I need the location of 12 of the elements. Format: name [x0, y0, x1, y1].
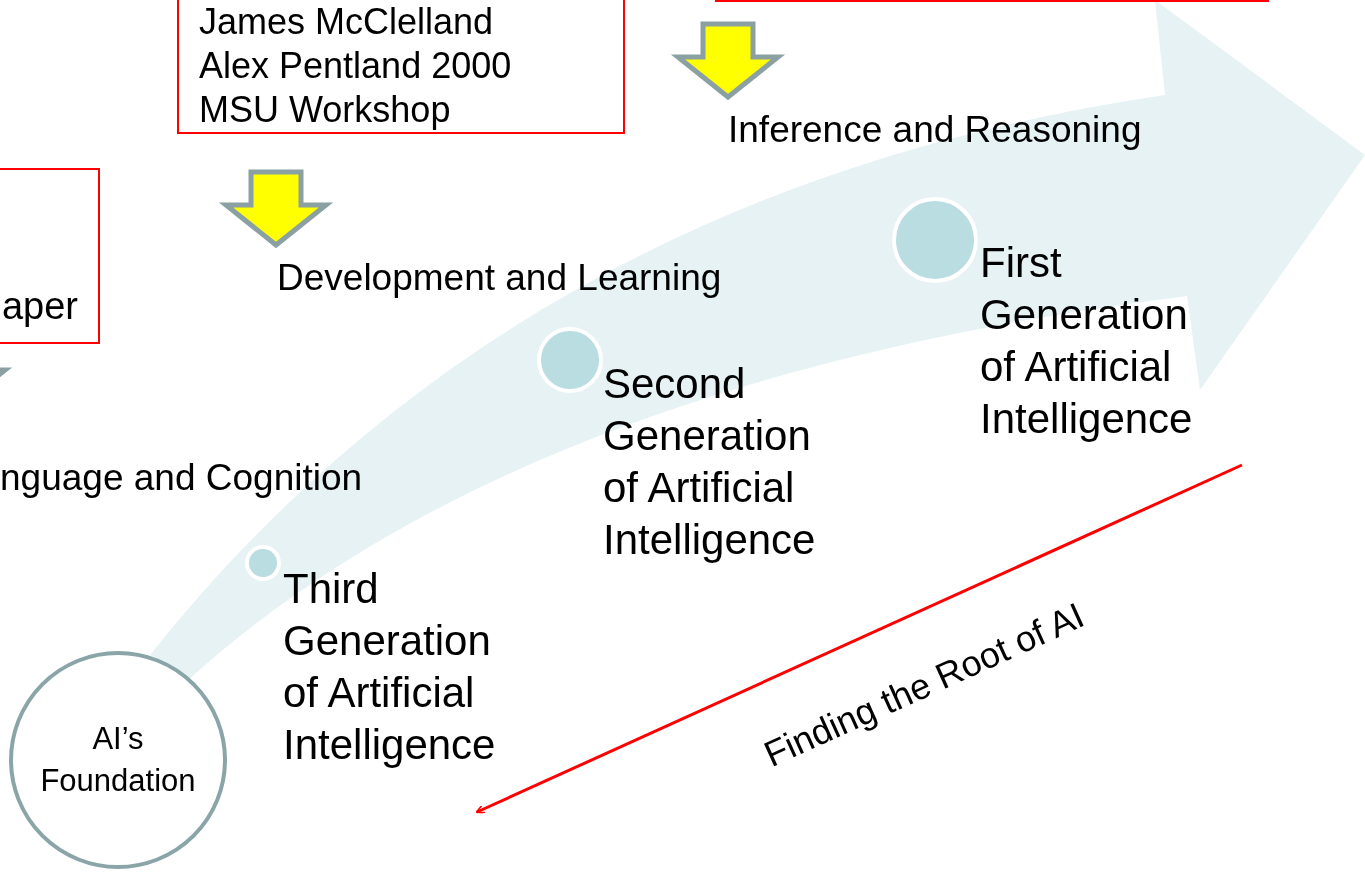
stage-label: Development and Learning: [277, 256, 722, 300]
circle-label: AI’s Foundation: [39, 720, 197, 800]
block-arrow: [218, 169, 334, 249]
text-box: [177, 0, 625, 134]
box-text: James McClelland Alex Pentland 2000 MSU Workshop: [199, 0, 513, 132]
stage-label: nguage and Cognition: [0, 456, 363, 500]
block-arrow: [670, 21, 786, 101]
generation-caption: Third Generation of Artificial Intelligence: [283, 564, 497, 770]
box-text: aper: [1, 284, 78, 329]
stage-label: Inference and Reasoning: [728, 108, 1142, 152]
generation-caption: First Generation of Artificial Intelligence: [980, 238, 1194, 444]
generation-caption: Second Generation of Artificial Intelligence: [603, 359, 817, 565]
